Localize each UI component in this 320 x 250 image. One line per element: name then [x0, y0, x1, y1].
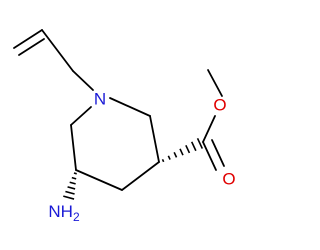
bond-c3-to-c4	[121, 161, 160, 191]
bond-c6-to-n	[70, 106, 92, 126]
atom-n-label: N	[94, 89, 106, 108]
bond-ch2-to-n	[72, 70, 94, 91]
atom-amino-label: NH2	[48, 202, 80, 224]
hash-dash	[71, 176, 77, 180]
bond-vinyl-double-inner	[18, 38, 45, 56]
hash-dash	[196, 137, 204, 149]
hash-dash	[173, 151, 178, 158]
hashed-wedge-c3-ester	[161, 137, 204, 163]
hash-dash	[73, 172, 77, 175]
bond-c4-to-c5	[75, 169, 123, 191]
amino-subscript: 2	[73, 210, 80, 224]
amino-symbol: NH	[48, 202, 73, 221]
bond-carbonyl-double-b	[211, 139, 225, 167]
bond-ether-o-to-methyl	[207, 69, 223, 97]
bond-carbonyl-to-ether-o	[202, 115, 216, 143]
hash-dash	[167, 155, 171, 160]
hash-dash	[63, 195, 75, 200]
hash-dash	[190, 141, 197, 152]
bond-c2-to-c3	[149, 115, 160, 163]
molecule-svg: N O O NH2	[13, 29, 236, 224]
hash-dash	[179, 148, 184, 156]
bond-c5-to-c6	[70, 124, 77, 171]
bond-n-to-c2	[109, 97, 151, 117]
atom-o-carbonyl-label: O	[222, 169, 235, 188]
hashed-wedge-c5-amino	[63, 172, 77, 200]
bond-carbonyl-double-a	[202, 141, 217, 171]
hash-dash	[161, 159, 165, 163]
bond-vinyl-to-ch2	[41, 29, 74, 72]
hash-dash	[69, 181, 76, 185]
hash-dash	[65, 190, 75, 195]
bond-vinyl-double-outer	[13, 29, 43, 49]
hash-dash	[67, 186, 76, 190]
structure-diagram: N O O NH2	[13, 29, 236, 224]
atom-o-ether-label: O	[213, 95, 226, 114]
hash-dash	[185, 144, 191, 154]
